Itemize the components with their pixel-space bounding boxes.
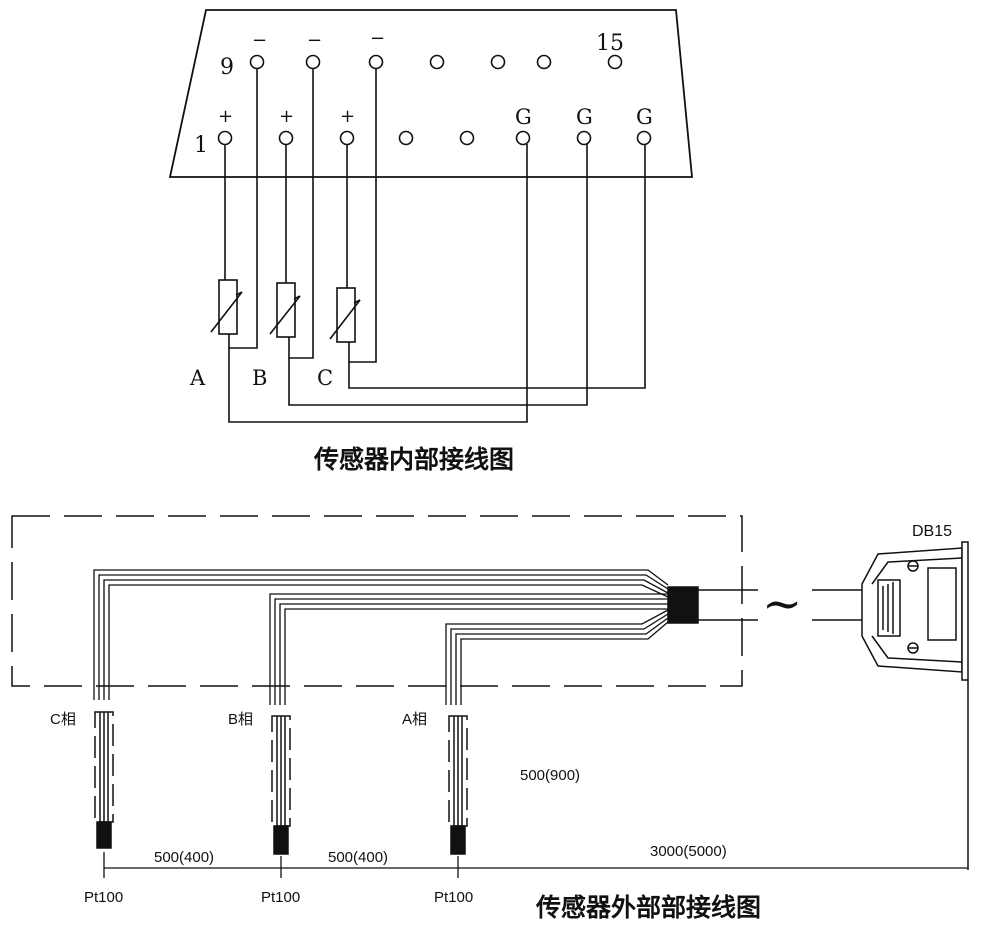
db15-connector-body xyxy=(168,9,693,178)
wire-c-minus xyxy=(348,68,377,363)
minus-label-3: − xyxy=(370,28,385,49)
phase-c-label: C xyxy=(317,366,333,390)
break-tilde: ~ xyxy=(762,576,802,632)
db15-plug xyxy=(861,541,969,870)
minus-label-2: − xyxy=(307,30,322,51)
ground-label-2: G xyxy=(576,105,593,129)
phase-a-tag: A相 xyxy=(402,711,427,728)
minus-label-1: − xyxy=(252,30,267,51)
sensor-label-b: Pt100 xyxy=(261,889,300,906)
sensor-probe-a xyxy=(448,715,468,855)
top-pin-row xyxy=(249,54,623,70)
wire-a-minus xyxy=(228,68,258,349)
bottom-pin-row xyxy=(217,130,652,146)
dim-a-to-connector: 500(900) xyxy=(520,767,580,784)
external-labels: DB15 ~ C相 B相 A相 500(900) 500(400) 500(40… xyxy=(50,523,952,922)
rtd-resistor-b xyxy=(269,282,301,338)
cable-c xyxy=(93,569,669,700)
cable-b xyxy=(269,593,668,705)
phase-b-tag: B相 xyxy=(228,711,253,728)
wire-c-ground xyxy=(348,144,646,389)
plus-label-b: + xyxy=(279,106,294,127)
phase-c-tag: C相 xyxy=(50,711,76,728)
phase-a-label: A xyxy=(189,366,206,390)
wire-a-ground xyxy=(228,144,528,423)
sensor-label-c: Pt100 xyxy=(84,889,123,906)
dim-cable-length: 3000(5000) xyxy=(650,843,727,860)
external-diagram-title: 传感器外部部接线图 xyxy=(535,893,761,922)
rtd-resistor-c xyxy=(329,287,361,343)
cable-a xyxy=(445,609,669,705)
junction-block xyxy=(667,586,699,624)
pin-15-label: 15 xyxy=(596,31,624,56)
pin-1-label: 1 xyxy=(194,133,208,158)
sensor-label-a: Pt100 xyxy=(434,889,473,906)
connector-label: DB15 xyxy=(912,523,952,540)
rtd-resistor-a xyxy=(210,279,243,335)
sensor-probe-c xyxy=(94,711,114,849)
ground-label-3: G xyxy=(636,105,653,129)
wire-b-minus xyxy=(288,68,314,359)
plus-label-a: + xyxy=(218,106,233,127)
internal-labels: 9 15 1 − − − + + + G G G A B C 传感器内部接线图 xyxy=(189,28,653,474)
pin-9-label: 9 xyxy=(220,55,234,80)
plus-label-c: + xyxy=(340,106,355,127)
dashed-enclosure xyxy=(11,515,743,687)
dim-c-to-b: 500(400) xyxy=(154,849,214,866)
sensor-probe-b xyxy=(271,715,291,855)
internal-wiring-diagram xyxy=(168,9,693,423)
ground-label-1: G xyxy=(515,105,532,129)
dim-b-to-a: 500(400) xyxy=(328,849,388,866)
wire-b-ground xyxy=(288,144,588,406)
phase-b-label: B xyxy=(252,366,267,390)
external-wiring-diagram xyxy=(11,515,969,878)
internal-diagram-title: 传感器内部接线图 xyxy=(313,445,514,474)
